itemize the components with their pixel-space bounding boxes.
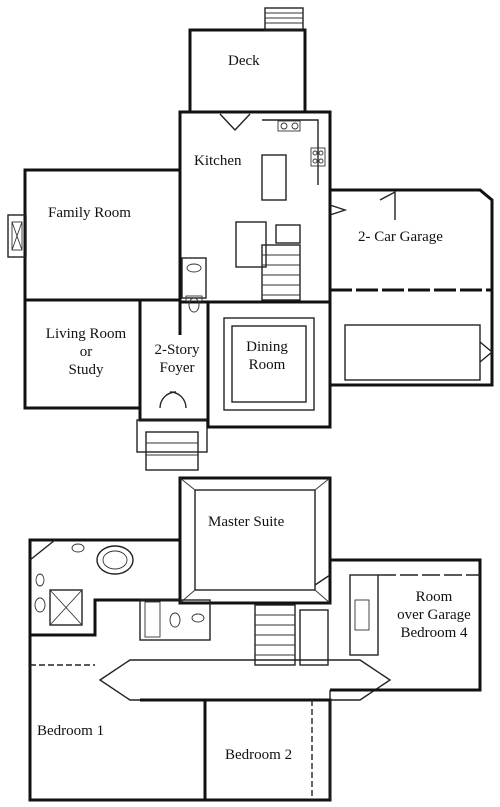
foyer-label: 2-Story Foyer xyxy=(146,341,208,377)
bedroom1-label: Bedroom 1 xyxy=(37,723,105,739)
foyer-label-line1: 2-Story xyxy=(154,342,200,358)
living-room-label: Living Room or Study xyxy=(40,325,132,379)
dining-room-label: Dining Room xyxy=(238,338,296,374)
room-over-garage-label-line1: Room xyxy=(415,589,453,605)
living-room-label-line1: Living Room xyxy=(45,326,127,342)
garage-outline xyxy=(329,188,494,387)
master-suite-outline xyxy=(178,476,332,605)
garage-label: 2- Car Garage xyxy=(358,229,443,245)
room-over-garage-label-line2: over Garage xyxy=(397,607,471,623)
foyer-label-line2: Foyer xyxy=(159,360,195,376)
first-floor-stairs xyxy=(235,221,301,301)
room-over-garage-outline xyxy=(329,558,482,800)
deck-label: Deck xyxy=(228,53,260,69)
dining-room-label-line2: Room xyxy=(248,357,286,373)
living-room-label-line3: Study xyxy=(68,362,104,378)
living-room-label-line2: or xyxy=(79,344,93,360)
room-over-garage-label: Room over Garage Bedroom 4 xyxy=(388,588,480,642)
master-suite-label: Master Suite xyxy=(208,514,285,530)
family-room-label: Family Room xyxy=(48,205,131,221)
dining-room-outline xyxy=(206,300,332,429)
second-floor-stairs xyxy=(254,604,329,666)
upstairs-hallway xyxy=(98,659,392,701)
dining-room-label-line1: Dining xyxy=(246,339,288,355)
foyer-outline xyxy=(136,302,210,471)
kitchen-label: Kitchen xyxy=(194,153,242,169)
deck-outline xyxy=(188,7,307,112)
kitchen-outline xyxy=(178,110,332,304)
bedroom2-label: Bedroom 2 xyxy=(225,747,293,763)
second-floor xyxy=(28,476,482,802)
powder-room xyxy=(181,257,207,313)
master-bath-outline xyxy=(28,538,180,637)
living-room-outline xyxy=(23,298,182,410)
family-room-outline xyxy=(7,168,180,302)
hall-bath-outline xyxy=(139,599,211,641)
first-floor xyxy=(7,7,494,471)
room-over-garage-label-line3: Bedroom 4 xyxy=(400,625,468,641)
